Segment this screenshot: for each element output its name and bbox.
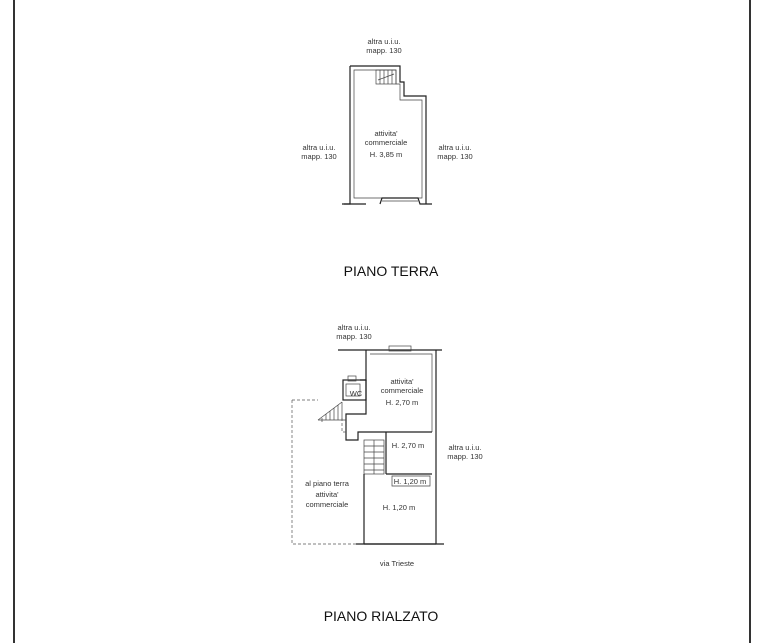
ground-room-line2: commerciale xyxy=(365,138,408,147)
ground-neighbor-right-line1: altra u.i.u. xyxy=(439,143,472,152)
raised-height-lower: H. 1,20 m xyxy=(383,503,416,512)
ground-room-height: H. 3,85 m xyxy=(370,150,403,159)
raised-lower-stairs xyxy=(363,439,385,475)
raised-wc-block: WC xyxy=(342,375,367,401)
below-ground-line3: commerciale xyxy=(306,500,349,509)
raised-height-mid: H. 2,70 m xyxy=(392,441,425,450)
left-frame-line xyxy=(13,0,15,643)
street-label: via Trieste xyxy=(380,559,414,568)
raised-room-line2: commerciale xyxy=(381,386,424,395)
raised-neighbor-right-line2: mapp. 130 xyxy=(447,452,482,461)
below-ground-line2: attivita' xyxy=(315,490,339,499)
raised-neighbor-right-line1: altra u.i.u. xyxy=(449,443,482,452)
raised-neighbor-top-line1: altra u.i.u. xyxy=(338,323,371,332)
raised-room-line1: attivita' xyxy=(390,377,414,386)
ground-floor-front-wall xyxy=(342,197,432,205)
ground-floor-plan: altra u.i.u. mapp. 130 altra u.i.u. mapp… xyxy=(301,37,472,279)
wc-label: WC xyxy=(350,389,363,398)
ground-neighbor-right-line2: mapp. 130 xyxy=(437,152,472,161)
ground-floor-title: PIANO TERRA xyxy=(344,263,439,279)
raised-height-upper: H. 1,20 m xyxy=(394,477,427,486)
ground-floor-stairs xyxy=(375,69,397,85)
raised-upper-stairs xyxy=(317,401,346,422)
raised-room-height: H. 2,70 m xyxy=(386,398,419,407)
below-ground-line1: al piano terra xyxy=(305,479,350,488)
raised-floor-title: PIANO RIALZATO xyxy=(324,608,439,624)
ground-neighbor-top-line1: altra u.i.u. xyxy=(368,37,401,46)
right-frame-line xyxy=(749,0,751,643)
ground-neighbor-left-line2: mapp. 130 xyxy=(301,152,336,161)
ground-neighbor-top-line2: mapp. 130 xyxy=(366,46,401,55)
ground-neighbor-left-line1: altra u.i.u. xyxy=(303,143,336,152)
raised-neighbor-top-line2: mapp. 130 xyxy=(336,332,371,341)
raised-floor-plan: WC altra u.i.u. xyxy=(291,323,483,624)
ground-floor-below-outline xyxy=(291,399,356,545)
ground-room-line1: attivita' xyxy=(374,129,398,138)
